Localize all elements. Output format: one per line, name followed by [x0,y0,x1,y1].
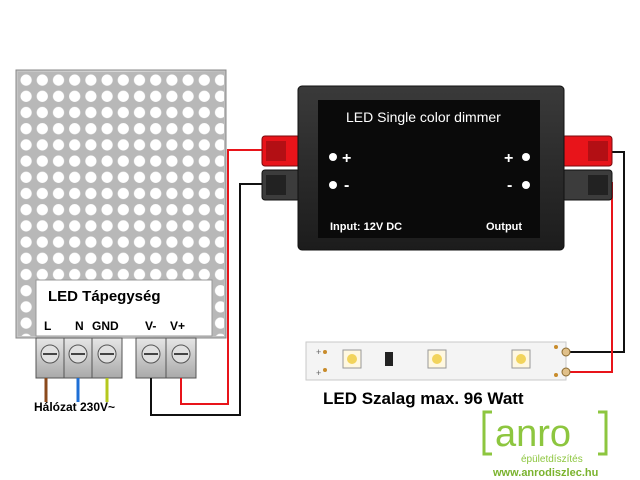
input-connector [261,135,301,201]
input-plus-dot [329,153,337,161]
mains-label: Hálózat 230V~ [34,400,115,414]
logo-bracket-left [482,410,492,456]
wire-red-input [180,149,264,405]
smd-led [427,349,447,369]
wire-red-output [568,182,613,373]
strip-pad [554,373,558,377]
strip-plus-mark-left-bottom: + [316,368,321,378]
terminal-l [35,337,65,379]
strip-pad [323,350,327,354]
led-dimmer: LED Single color dimmer + - + - Input: 1… [297,85,565,251]
strip-pad [323,368,327,372]
wire-black-output [568,151,625,353]
smd-led [342,349,362,369]
input-minus-label: - [344,177,349,194]
logo-url: www.anrodiszlec.hu [492,467,598,479]
smd-led [511,349,531,369]
dimmer-input-label: Input: 12V DC [330,221,402,233]
output-plus-dot [522,153,530,161]
input-minus-dot [329,181,337,189]
terminal-label-v-plus: V+ [170,319,185,333]
output-minus-dot [522,181,530,189]
strip-solder-pad-minus [561,347,571,357]
terminal-label-l: L [44,319,51,333]
logo-name: anro [495,413,571,455]
power-supply-label-panel [35,279,213,337]
led-strip-label: LED Szalag max. 96 Watt [323,389,524,408]
terminal-gnd [91,337,123,379]
terminal-label-gnd: GND [92,319,119,333]
power-supply-label: LED Tápegység [48,288,161,305]
led-strip: + + [305,341,571,381]
terminal-v-minus [135,337,167,379]
terminal-label-n: N [75,319,84,333]
strip-pad [554,345,558,349]
logo-bracket-right [598,410,608,456]
strip-solder-pad-plus [561,367,571,377]
output-connector [561,135,613,201]
terminal-label-v-minus: V- [145,319,156,333]
logo-tagline: épületdíszítés [521,454,583,465]
power-supply: LED Tápegység L N GND V- V+ [15,69,227,339]
resistor [385,352,393,366]
terminal-block [35,337,197,379]
wire-black-input [150,183,264,416]
dimmer-output-label: Output [486,221,522,233]
output-minus-label: - [507,177,512,194]
strip-plus-mark-left: + [316,347,321,357]
anro-logo: anro épületdíszítés www.anrodiszlec.hu [482,410,608,479]
output-plus-label: + [504,150,513,167]
input-plus-label: + [342,150,351,167]
terminal-n [63,337,93,379]
terminal-v-plus [165,337,197,379]
dimmer-title: LED Single color dimmer [346,109,501,125]
